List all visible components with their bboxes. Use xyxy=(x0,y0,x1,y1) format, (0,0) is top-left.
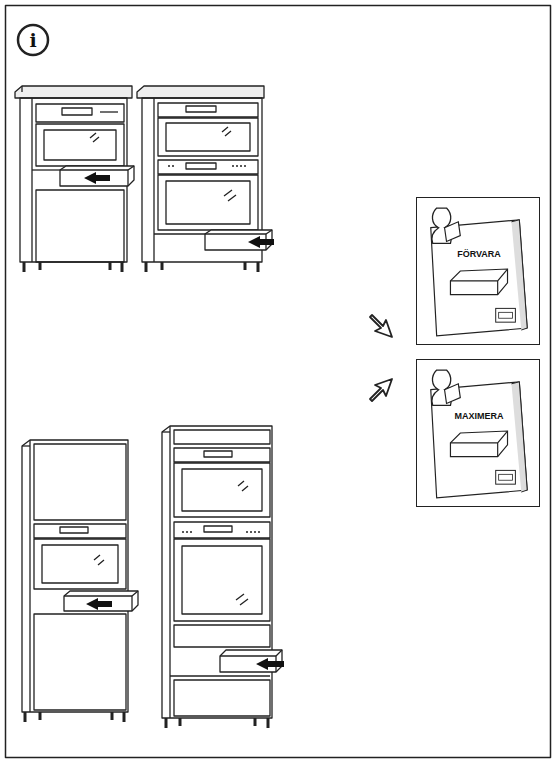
tall-cabinet-microwave-oven xyxy=(162,426,284,728)
booklet-title: MAXIMERA xyxy=(455,412,504,421)
pointer-arrow xyxy=(370,379,392,401)
booklet-cover xyxy=(417,198,539,344)
base-cabinet-microwave-oven xyxy=(137,86,274,272)
manual-booklet: MAXIMERA xyxy=(416,359,540,507)
info-letter: i xyxy=(29,31,36,50)
booklet-title: FÖRVARA xyxy=(457,250,501,259)
info-icon xyxy=(18,25,48,55)
booklet-cover xyxy=(417,360,539,506)
tall-cabinet-microwave xyxy=(22,440,138,722)
pointer-arrow xyxy=(370,315,392,337)
page-frame xyxy=(6,6,551,758)
manual-booklet: FÖRVARA xyxy=(416,197,540,345)
base-cabinet-oven xyxy=(15,86,134,272)
